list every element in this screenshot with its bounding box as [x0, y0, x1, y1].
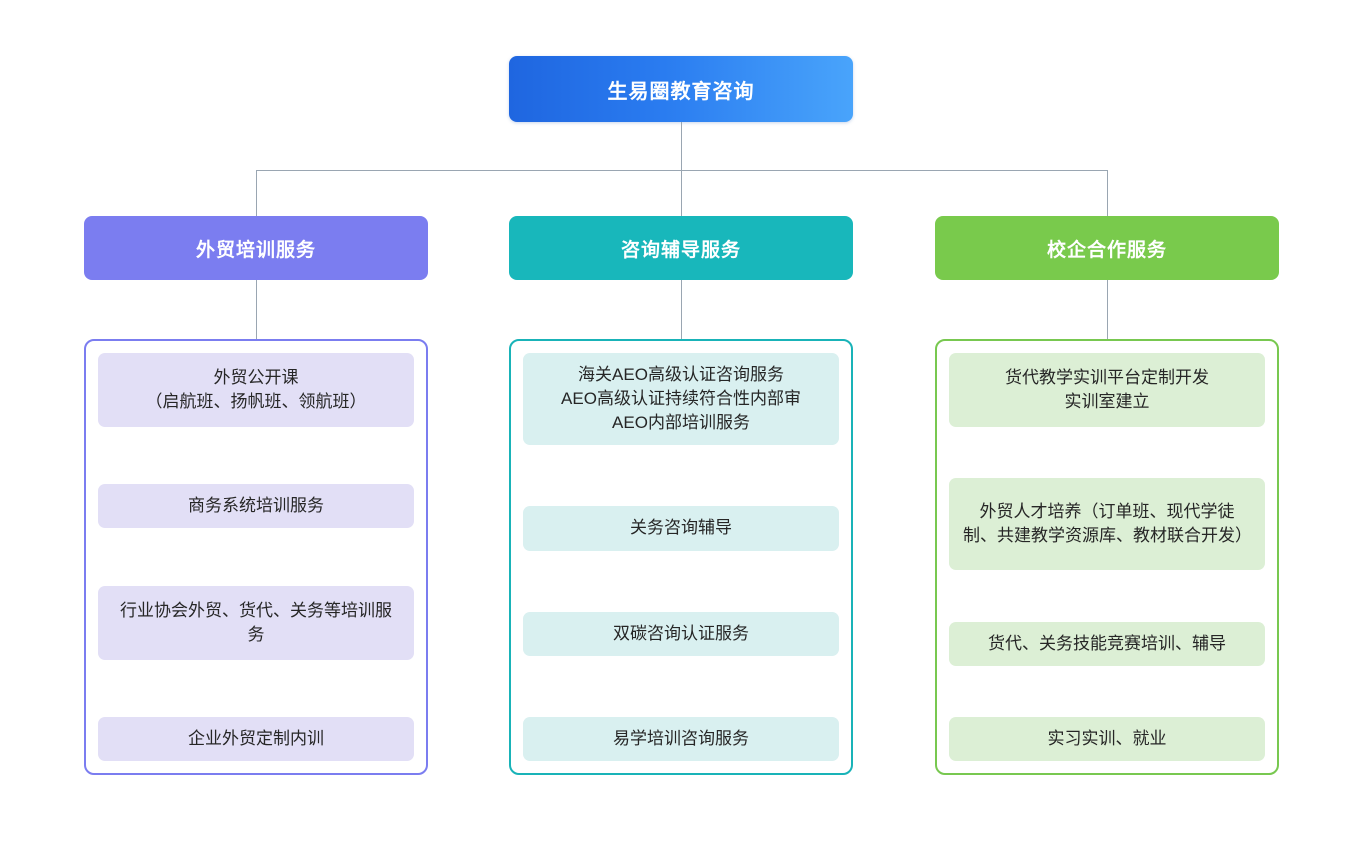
connector-drop-branch-2	[681, 170, 682, 216]
connector-root-stem	[681, 122, 682, 171]
branch-panel-3: 货代教学实训平台定制开发 实训室建立 外贸人才培养（订单班、现代学徒制、共建教学…	[935, 339, 1279, 775]
service-card[interactable]: 货代教学实训平台定制开发 实训室建立	[949, 353, 1265, 427]
branch-panel-1: 外贸公开课 （启航班、扬帆班、领航班） 商务系统培训服务 行业协会外贸、货代、关…	[84, 339, 428, 775]
service-card[interactable]: 外贸人才培养（订单班、现代学徒制、共建教学资源库、教材联合开发）	[949, 478, 1265, 571]
service-card[interactable]: 企业外贸定制内训	[98, 716, 414, 761]
branch-header-1-label: 外贸培训服务	[195, 239, 316, 261]
service-card[interactable]: 行业协会外贸、货代、关务等培训服务	[98, 585, 414, 660]
service-card[interactable]: 海关AEO高级认证咨询服务 AEO高级认证持续符合性内部审 AEO内部培训服务	[523, 353, 839, 446]
branch-header-3-label: 校企合作服务	[1046, 239, 1167, 261]
service-card[interactable]: 货代、关务技能竞赛培训、辅导	[949, 621, 1265, 666]
branch-panel-2: 海关AEO高级认证咨询服务 AEO高级认证持续符合性内部审 AEO内部培训服务 …	[509, 339, 853, 775]
service-card[interactable]: 双碳咨询认证服务	[523, 611, 839, 656]
root-node[interactable]: 生易圈教育咨询	[509, 56, 853, 122]
service-card[interactable]: 商务系统培训服务	[98, 484, 414, 529]
branch-header-1[interactable]: 外贸培训服务	[84, 216, 428, 280]
service-card[interactable]: 易学培训咨询服务	[523, 716, 839, 761]
root-node-label: 生易圈教育咨询	[607, 80, 755, 103]
connector-drop-branch-1	[256, 170, 257, 216]
service-card[interactable]: 关务咨询辅导	[523, 506, 839, 551]
service-card[interactable]: 实习实训、就业	[949, 716, 1265, 761]
branch-header-2-label: 咨询辅导服务	[620, 239, 741, 261]
branch-header-2[interactable]: 咨询辅导服务	[509, 216, 853, 280]
connector-head-to-panel-1	[256, 280, 257, 339]
connector-head-to-panel-3	[1107, 280, 1108, 339]
connector-head-to-panel-2	[681, 280, 682, 339]
service-card[interactable]: 外贸公开课 （启航班、扬帆班、领航班）	[98, 353, 414, 427]
connector-drop-branch-3	[1107, 170, 1108, 216]
branch-header-3[interactable]: 校企合作服务	[935, 216, 1279, 280]
